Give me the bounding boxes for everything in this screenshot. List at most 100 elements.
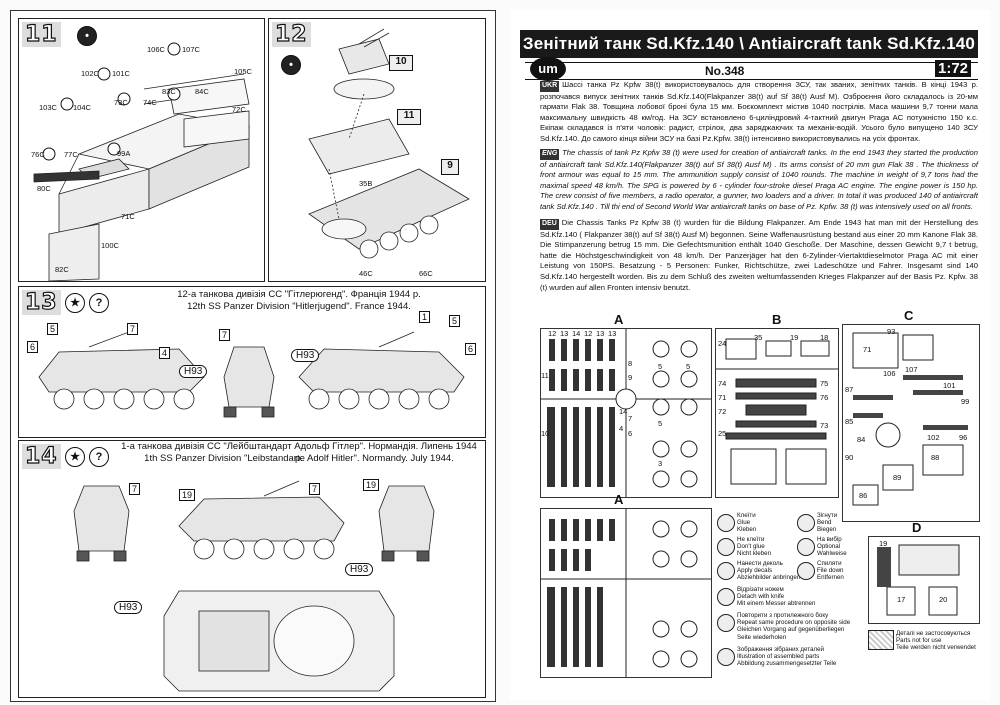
callout: 5 [47,323,59,335]
color-code: H93 [179,365,208,378]
sprue-part-number: 14 [572,329,581,338]
legend-optional: На вибір Optional Wahlweise [817,536,847,558]
sprue-d-parts [877,544,960,616]
file-icon [797,562,815,580]
optional-icon [797,538,815,556]
sprue-part-number: 10 [541,429,550,438]
sprue-a-bottom [540,508,712,678]
lang-tag-eng: ENG [540,149,560,160]
step-11-panel: 11 • 106C 107C 102C 101C 105C 83C 84C [18,18,265,282]
sprue-part-number: 8 [628,359,633,368]
step-13-caption-en: 12th SS Panzer Division "Hitlerjugend". … [187,301,411,312]
assembled-icon [717,648,735,666]
not-used-swatch [868,630,894,650]
knife-icon [717,588,735,606]
sprue-part-number: 19 [879,539,888,548]
sprue-label-c: C [904,308,914,323]
legend-no-glue: Не клеїти Don't glue Nicht kleben [737,536,772,558]
sprue-part-number: 96 [959,433,968,442]
part-label: 83C [162,87,176,96]
callout: 5 [449,315,461,327]
part-label: 106C [147,45,165,54]
part-label: 104C [73,103,91,112]
sprue-part-number: 11 [541,371,549,380]
sprue-part-number: 35 [754,333,763,342]
decal-icon [717,562,735,580]
color-code: H93 [291,349,320,362]
brand-bar [525,62,978,80]
bend-icon [797,514,815,532]
subassembly-ref: 11 [397,109,421,125]
part-label: 84C [195,87,209,96]
part-label: 77C [64,150,78,159]
step-14-panel: 14 ★ ? 1-а танкова дивізія СС "Лейбштанд… [18,440,486,698]
sprue-part-number: 93 [887,327,896,336]
sprue-part-number: 25 [718,429,727,438]
optional-icon: ? [89,447,109,467]
part-label: 72C [232,105,246,114]
sprue-part-number: 84 [857,435,866,444]
sprue-part-number: 20 [939,595,948,604]
callout: 4 [159,347,171,359]
sprue-part-number: 73 [820,421,829,430]
sprue-part-number: 90 [845,453,854,462]
sprue-b: 24 35 19 18 25 75 76 72 73 71 74 [715,328,839,498]
part-label: 107C [182,45,200,54]
sprue-label-a: A [614,312,624,327]
sprue-c: 93 71 106 107 101 99 87 85 84 90 102 96 … [842,324,980,522]
decal-icon: ★ [65,447,85,467]
sprue-part-number: 13 [608,329,617,338]
text-ukr-body: Шассі танка Pz Kpfw 38(t) використовувал… [540,80,978,143]
sprue-part-number: 5 [658,362,663,371]
sprue-part-number: 74 [718,379,727,388]
no-glue-icon [717,538,735,556]
step-14-caption-en: 1th SS Panzer Division "Leibstandarte Ad… [144,453,454,464]
sprue-part-number: 5 [658,419,663,428]
optional-icon: ? [89,293,109,313]
lang-tag-ukr: UKR [540,81,560,92]
page-title: Зенітний танк Sd.Kfz.140 \ Antiaircraft … [520,30,978,58]
sprue-part-number: 72 [718,407,727,416]
glue-icon: • [281,55,301,75]
callout: 7 [219,329,231,341]
color-code: H93 [345,563,374,576]
decal-icon: ★ [65,293,85,313]
step-11-diagram [33,42,251,281]
sprue-c-parts [852,332,968,506]
text-eng-body: The chassis of tank Pz Kpfw 38 (t) were … [540,148,978,211]
step-12-diagram [308,28,470,259]
sprue-part-number: 102 [927,433,940,442]
sprue-part-number: 106 [883,369,896,378]
part-label: 76C [31,150,45,159]
sprue-part-number: 18 [820,333,829,342]
legend-knife: Відрізати ножем Detach with knife Mit ei… [737,586,816,608]
sprue-label-b: B [772,312,782,327]
step-14-caption-ua: 1-а танкова дивізія СС "Лейбштандарт Адо… [121,441,477,464]
part-label: 73C [114,98,128,107]
sprue-part-number: 5 [686,362,691,371]
legend-decal: Нанести деколь Apply decals Abziehbilder… [737,560,801,582]
callout: 19 [179,489,196,501]
step-13-diagram [38,331,465,418]
sprue-part-number: 13 [560,329,569,338]
sprue-part-number: 14 [619,407,628,416]
sprue-label-d: D [912,520,922,535]
part-label: 35B [359,179,373,188]
sprue-part-number: 12 [548,329,557,338]
sprue-part-number: 89 [893,473,902,482]
kit-number: No.348 [705,64,745,78]
sprue-part-number: 87 [845,385,854,394]
part-label: 46C [359,269,373,278]
sprue-part-number: 24 [718,339,727,348]
callout: 7 [127,323,139,335]
step-13-panel: 13 ★ ? 12-а танкова дивізія СС "Гітлерюг… [18,286,486,438]
part-label: 66C [419,269,433,278]
sprue-part-number: 7 [628,414,633,423]
legend-repeat: Повторити з протилежного боку Repeat sam… [737,612,851,641]
sprue-part-number: 6 [628,429,633,438]
sprue-part-number: 71 [718,393,727,402]
callout: 6 [27,341,39,353]
legend-glue: Клеїти Glue Kleben [737,512,757,534]
kit-scale: 1:72 [935,60,972,77]
